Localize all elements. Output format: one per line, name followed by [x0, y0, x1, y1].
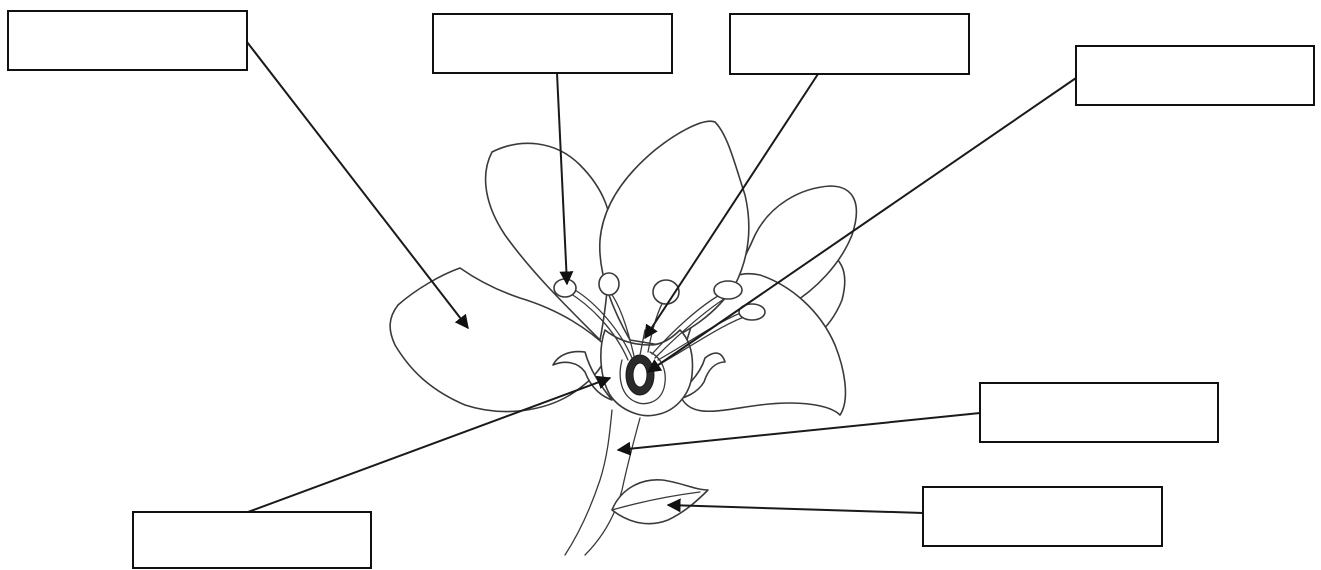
stem-left-edge [565, 410, 612, 555]
leader-sepal [248, 378, 610, 512]
label-box-leaf[interactable] [923, 487, 1162, 546]
label-box-filament[interactable] [1076, 46, 1314, 105]
anther-1 [554, 279, 576, 297]
ovary-inner-light [633, 363, 647, 387]
label-box-stem[interactable] [980, 383, 1218, 442]
label-box-petal[interactable] [8, 11, 247, 70]
label-box-stigma[interactable] [730, 14, 969, 74]
flower-illustration [390, 121, 856, 555]
leaf [612, 480, 708, 524]
anther-2 [599, 273, 619, 295]
anther-4 [714, 281, 742, 299]
leader-stem [618, 413, 980, 450]
label-box-anther[interactable] [433, 14, 672, 73]
leader-petal [247, 42, 468, 328]
leader-leaf [668, 505, 923, 513]
label-box-sepal[interactable] [133, 512, 371, 568]
